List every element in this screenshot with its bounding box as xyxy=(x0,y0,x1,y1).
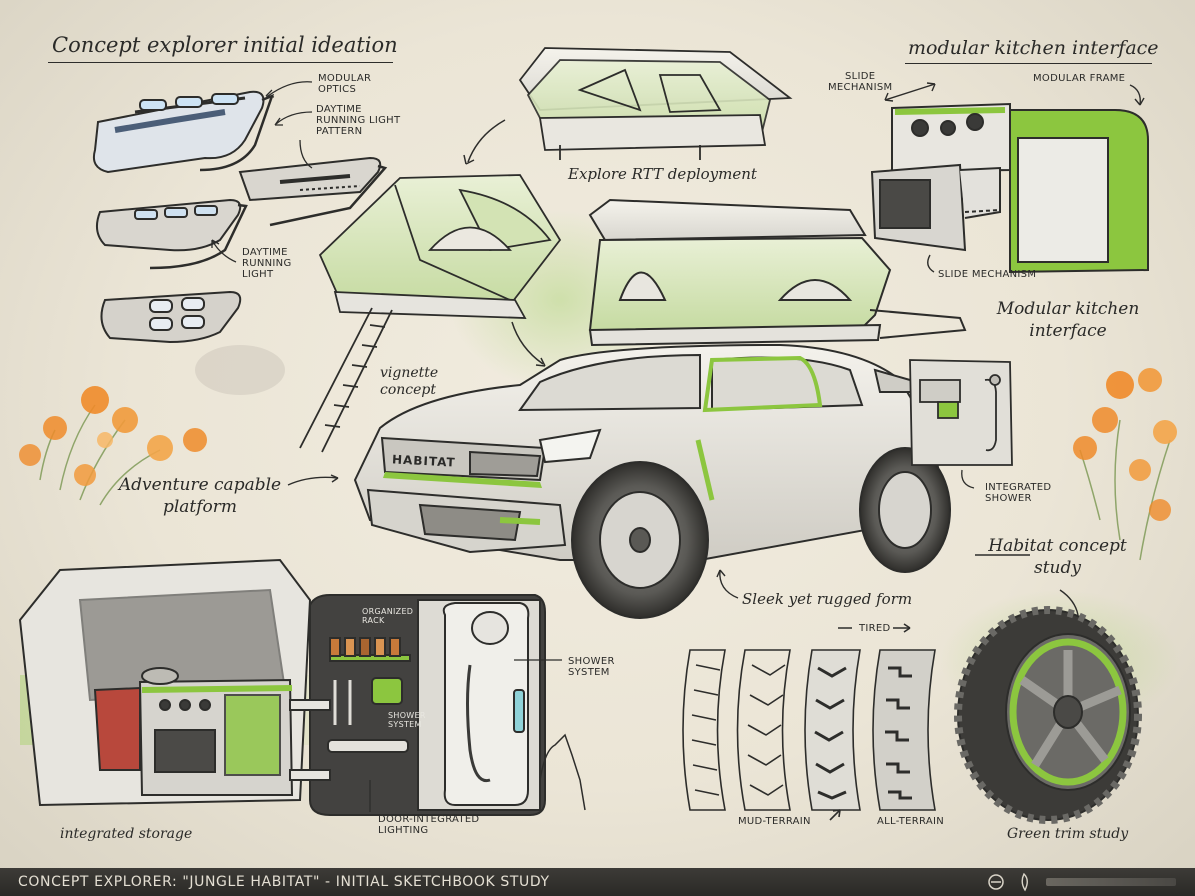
circle-logo-icon xyxy=(988,874,1004,890)
title-modular-kitchen-top: modular kitchen interface xyxy=(908,37,1159,59)
rtt-arrow-head xyxy=(463,154,475,165)
poppies-right xyxy=(1073,368,1177,561)
green-trim-tire xyxy=(954,606,1142,824)
tread-studies xyxy=(682,623,936,821)
label-mud-terrain: MUD-TERRAIN xyxy=(738,816,811,827)
label-modular-optics: MODULAR OPTICS xyxy=(318,73,372,95)
footer-decor-bar xyxy=(1046,878,1176,886)
tailgate-storage xyxy=(18,558,312,807)
misc-arrows xyxy=(287,474,1079,616)
rtt-arrow-curve xyxy=(467,119,506,163)
label-door-lighting: DOOR-INTEGRATED LIGHTING xyxy=(378,814,480,836)
hand-sketch xyxy=(539,733,586,811)
door-panel xyxy=(289,594,546,816)
tent-to-car-arrow xyxy=(511,321,544,365)
label-shower-system: SHOWER SYSTEM xyxy=(568,656,615,678)
title-underline xyxy=(48,62,393,63)
label-modular-kitchen-side: Modular kitchen interface xyxy=(996,299,1140,341)
rtt-small-top xyxy=(518,47,793,160)
kitchen-callouts xyxy=(884,82,1145,273)
label-slide-mechanism-bottom: SLIDE MECHANISM xyxy=(938,269,1037,280)
main-vehicle xyxy=(353,198,967,619)
kitchen-title-underline xyxy=(905,63,1152,64)
poppies-left xyxy=(19,386,207,506)
label-all-terrain: ALL-TERRAIN xyxy=(877,816,944,827)
tent-to-car-arrow-head xyxy=(535,357,546,367)
sketch-artwork xyxy=(18,47,1180,824)
door-callouts xyxy=(369,659,562,812)
headlight-study-4 xyxy=(100,290,242,344)
label-shower-system-rack: SHOWER SYSTEM xyxy=(388,711,426,729)
label-organized-rack: ORGANIZED RACK xyxy=(362,607,414,625)
label-slide-mechanism-top: SLIDE MECHANISM xyxy=(828,71,893,93)
footer-caption: CONCEPT EXPLORER: "JUNGLE HABITAT" - INI… xyxy=(18,874,550,890)
label-integrated-storage: integrated storage xyxy=(60,826,193,842)
shower-callout xyxy=(961,469,975,489)
headlight-callouts xyxy=(211,81,313,263)
label-vignette: vignette concept xyxy=(380,365,439,398)
title-concept-explorer: Concept explorer initial ideation xyxy=(52,33,398,57)
grey-wash-stain xyxy=(195,345,285,395)
label-adventure: Adventure capable platform xyxy=(118,475,282,517)
label-habitat-study: Habitat concept study xyxy=(988,536,1127,578)
rooftop-shell xyxy=(588,198,867,242)
label-green-trim: Green trim study xyxy=(1007,826,1129,842)
label-sleek: Sleek yet rugged form xyxy=(742,590,913,608)
headlight-study-1 xyxy=(92,90,275,174)
label-integrated-shower: INTEGRATED SHOWER xyxy=(985,482,1052,504)
label-explore-rtt: Explore RTT deployment xyxy=(568,165,757,183)
footer-bar: CONCEPT EXPLORER: "JUNGLE HABITAT" - INI… xyxy=(0,868,1195,896)
kitchen-module xyxy=(870,102,1149,274)
shower-panel-small xyxy=(909,359,1013,466)
label-drl: DAYTIME RUNNING LIGHT xyxy=(242,247,292,280)
label-modular-frame: MODULAR FRAME xyxy=(1033,73,1126,84)
paper-background: Concept explorer initial ideation modula… xyxy=(18,33,1180,842)
feather-logo-icon xyxy=(1021,872,1028,892)
label-drl-pattern: DAYTIME RUNNING LIGHT PATTERN xyxy=(316,104,401,137)
headlight-study-2 xyxy=(238,156,388,227)
headlight-study-3 xyxy=(95,198,248,270)
rtt-deployed-ladder xyxy=(299,174,562,453)
label-tired: TIRED xyxy=(859,623,891,634)
